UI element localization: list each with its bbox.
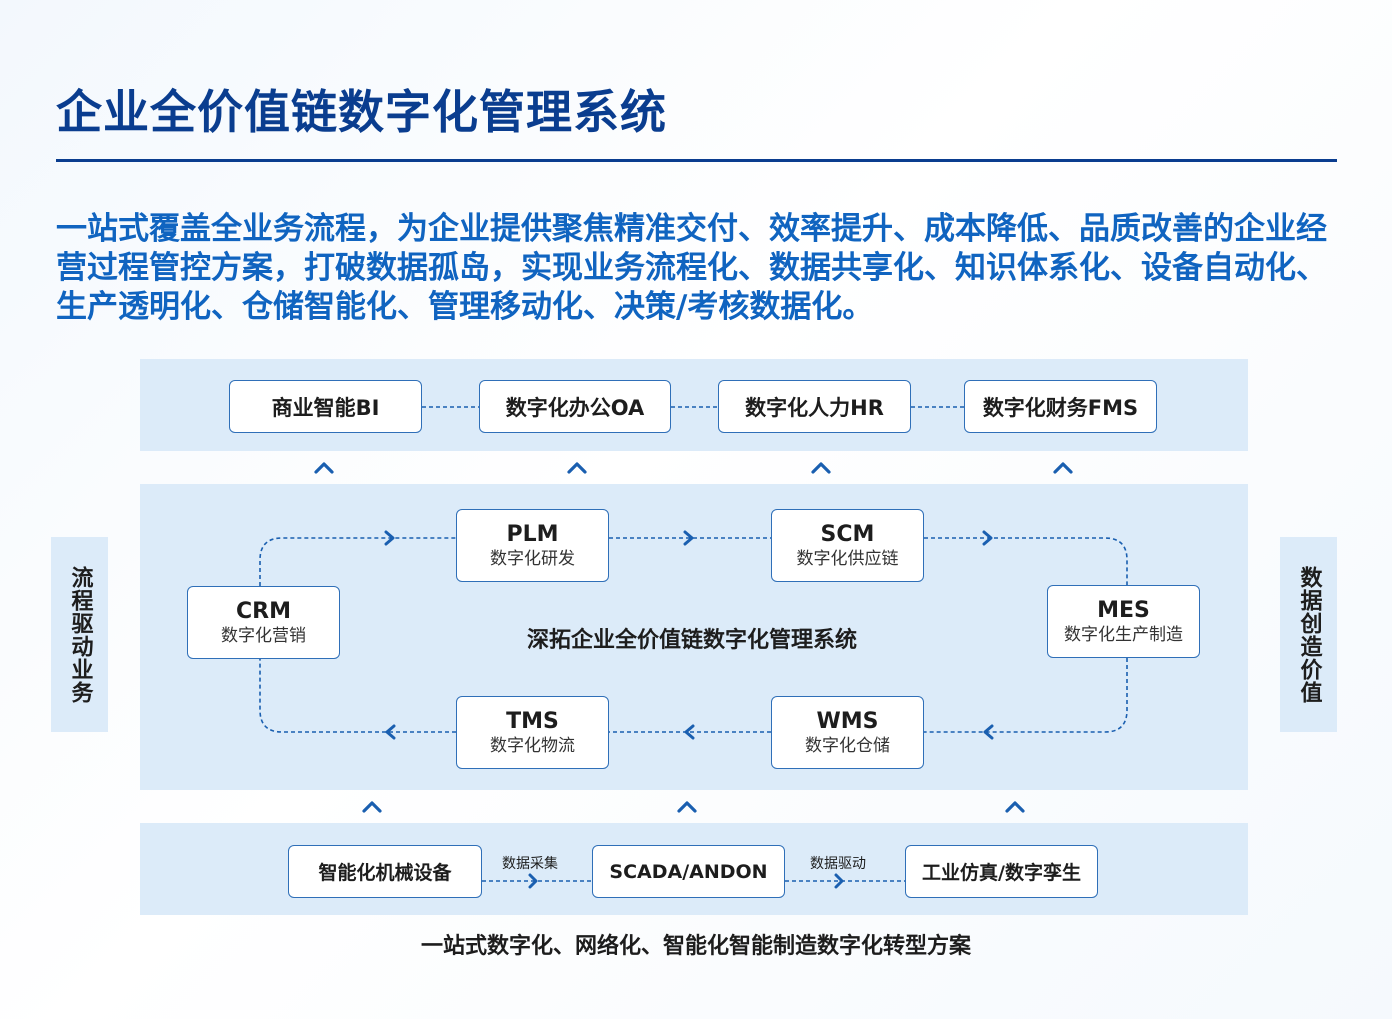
chevron-up-icon xyxy=(1005,801,1025,813)
chevron-up-icon xyxy=(567,462,587,474)
node-tms-code: TMS xyxy=(506,708,559,734)
node-bi-label: 商业智能BI xyxy=(271,395,380,420)
node-crm-sub: 数字化营销 xyxy=(221,625,306,646)
node-bi: 商业智能BI xyxy=(229,380,422,433)
node-wms-code: WMS xyxy=(816,708,879,734)
side-label-data-value: 数据创造价值 xyxy=(1280,537,1337,732)
chevron-up-icon xyxy=(1053,462,1073,474)
node-plm-code: PLM xyxy=(506,521,559,547)
side-label-left-text: 流程驱动业务 xyxy=(67,565,93,704)
node-mes-code: MES xyxy=(1097,597,1150,623)
title-divider xyxy=(56,159,1337,162)
edge-label-drive: 数据驱动 xyxy=(810,856,866,872)
chevron-up-icon xyxy=(362,801,382,813)
node-scm-sub: 数字化供应链 xyxy=(796,548,899,569)
node-simulation-label: 工业仿真/数字孪生 xyxy=(922,862,1081,884)
node-hr: 数字化人力HR xyxy=(718,380,911,433)
page-title: 企业全价值链数字化管理系统 xyxy=(56,85,667,139)
node-simulation: 工业仿真/数字孪生 xyxy=(905,845,1098,898)
node-machinery: 智能化机械设备 xyxy=(288,845,482,898)
node-machinery-label: 智能化机械设备 xyxy=(318,862,452,884)
node-wms-sub: 数字化仓储 xyxy=(805,735,890,756)
node-crm: CRM 数字化营销 xyxy=(187,586,340,659)
node-scada: SCADA/ANDON xyxy=(592,845,785,898)
node-tms-sub: 数字化物流 xyxy=(490,735,575,756)
node-plm-sub: 数字化研发 xyxy=(490,548,575,569)
chevron-up-icon xyxy=(314,462,334,474)
node-oa-label: 数字化办公OA xyxy=(505,395,645,420)
core-system-label: 深拓企业全价值链数字化管理系统 xyxy=(526,628,857,653)
node-mes: MES 数字化生产制造 xyxy=(1047,585,1200,658)
chevron-up-icon xyxy=(677,801,697,813)
intro-paragraph: 一站式覆盖全业务流程，为企业提供聚焦精准交付、效率提升、成本降低、品质改善的企业… xyxy=(56,211,1327,325)
chevron-up-icon xyxy=(811,462,831,474)
side-label-process-driven: 流程驱动业务 xyxy=(51,537,108,732)
node-fms-label: 数字化财务FMS xyxy=(982,395,1139,420)
footer-caption: 一站式数字化、网络化、智能化智能制造数字化转型方案 xyxy=(420,934,971,959)
node-mes-sub: 数字化生产制造 xyxy=(1064,624,1183,645)
node-hr-label: 数字化人力HR xyxy=(745,395,884,420)
side-label-right-text: 数据创造价值 xyxy=(1296,565,1322,704)
node-scm-code: SCM xyxy=(820,521,875,547)
node-crm-code: CRM xyxy=(236,598,291,624)
node-wms: WMS 数字化仓储 xyxy=(771,696,924,769)
node-tms: TMS 数字化物流 xyxy=(456,696,609,769)
node-oa: 数字化办公OA xyxy=(479,380,671,433)
edge-label-collect: 数据采集 xyxy=(502,856,558,872)
node-plm: PLM 数字化研发 xyxy=(456,509,609,582)
node-scada-label: SCADA/ANDON xyxy=(609,860,768,883)
node-fms: 数字化财务FMS xyxy=(964,380,1157,433)
node-scm: SCM 数字化供应链 xyxy=(771,509,924,582)
